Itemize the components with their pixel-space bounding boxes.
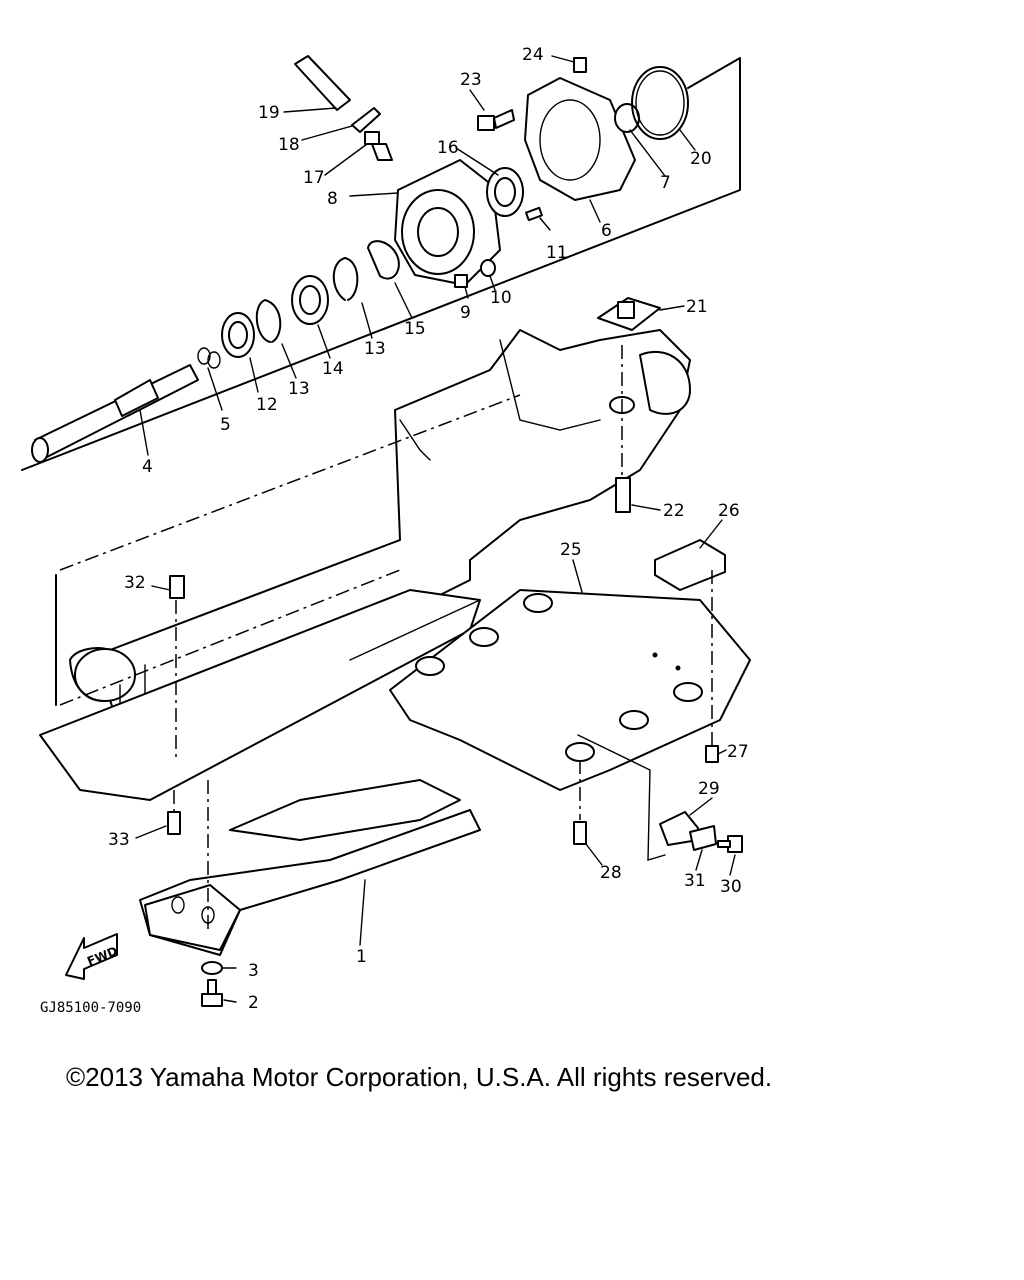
callout-6: 6 xyxy=(601,221,612,241)
part-3-washer xyxy=(201,961,223,975)
fwd-arrow-icon: FWD xyxy=(65,933,120,980)
part-28-bolt xyxy=(573,821,587,845)
part-22-screw xyxy=(615,477,631,513)
part-6-cover xyxy=(524,77,636,201)
part-25-ride-plate xyxy=(389,589,751,791)
callout-11: 11 xyxy=(546,243,568,263)
part-15-seal xyxy=(367,240,400,280)
callout-15: 15 xyxy=(404,319,426,339)
part-31-plate xyxy=(689,825,717,851)
callout-12: 12 xyxy=(256,395,278,415)
callout-22: 22 xyxy=(663,501,685,521)
callout-25: 25 xyxy=(560,540,582,560)
part-18-clip xyxy=(351,107,381,133)
callout-31: 31 xyxy=(684,871,706,891)
callout-20: 20 xyxy=(690,149,712,169)
callout-17: 17 xyxy=(303,168,325,188)
part-30-bolt xyxy=(717,835,743,853)
callout-16: 16 xyxy=(437,138,459,158)
bracket-line-29 xyxy=(577,734,666,861)
callout-13a: 13 xyxy=(364,339,386,359)
part-4-drive-shaft xyxy=(31,364,199,463)
part-13-circlip-upper xyxy=(332,257,359,301)
callout-28: 28 xyxy=(600,863,622,883)
callout-9: 9 xyxy=(460,303,471,323)
callout-7: 7 xyxy=(660,173,671,193)
callout-19: 19 xyxy=(258,103,280,123)
callout-14: 14 xyxy=(322,359,344,379)
centerline-shaft xyxy=(59,394,521,706)
part-10-washer xyxy=(480,259,496,277)
callout-18: 18 xyxy=(278,135,300,155)
callout-29: 29 xyxy=(698,779,720,799)
part-1-intake-grate xyxy=(139,779,481,956)
callout-5: 5 xyxy=(220,415,231,435)
part-27-bolt xyxy=(705,745,719,763)
part-20-o-ring xyxy=(631,66,689,140)
part-32-bolt xyxy=(169,575,185,599)
part-24-clip xyxy=(573,57,587,73)
callout-32: 32 xyxy=(124,573,146,593)
part-26-bracket xyxy=(654,539,726,591)
callout-1: 1 xyxy=(356,947,367,967)
callout-2: 2 xyxy=(248,993,259,1013)
callout-8: 8 xyxy=(327,189,338,209)
callout-26: 26 xyxy=(718,501,740,521)
callout-10: 10 xyxy=(490,288,512,308)
callout-21: 21 xyxy=(686,297,708,317)
part-14-bearing xyxy=(291,275,329,325)
callout-13b: 13 xyxy=(288,379,310,399)
part-21-plate xyxy=(597,297,661,331)
callout-4: 4 xyxy=(142,457,153,477)
callout-24: 24 xyxy=(522,45,544,65)
callout-23: 23 xyxy=(460,70,482,90)
part-23-bolt xyxy=(477,109,515,131)
callout-3: 3 xyxy=(248,961,259,981)
part-2-bolt xyxy=(201,979,223,1007)
part-17-bolt xyxy=(364,131,393,161)
part-5-o-rings xyxy=(197,347,221,369)
part-16-bearing xyxy=(486,167,524,217)
callout-labels: 19 18 17 8 16 23 24 7 20 6 11 9 10 15 13… xyxy=(108,45,749,1013)
part-19-pin xyxy=(294,55,351,111)
leader-lines xyxy=(135,55,736,1003)
drawing-code: GJ85100-7090 xyxy=(40,1000,141,1016)
part-33-bolt xyxy=(167,811,181,835)
part-12-bearing xyxy=(221,312,255,358)
part-11-dowel xyxy=(525,206,543,222)
callout-27: 27 xyxy=(727,742,749,762)
exploded-parts-diagram: FWD GJ85100-7090 xyxy=(21,45,751,1016)
callout-33: 33 xyxy=(108,830,130,850)
copyright-notice: ©2013 Yamaha Motor Corporation, U.S.A. A… xyxy=(66,1062,773,1092)
part-13-circlip-lower xyxy=(255,299,282,343)
callout-30: 30 xyxy=(720,877,742,897)
part-9-bolt xyxy=(454,274,468,288)
